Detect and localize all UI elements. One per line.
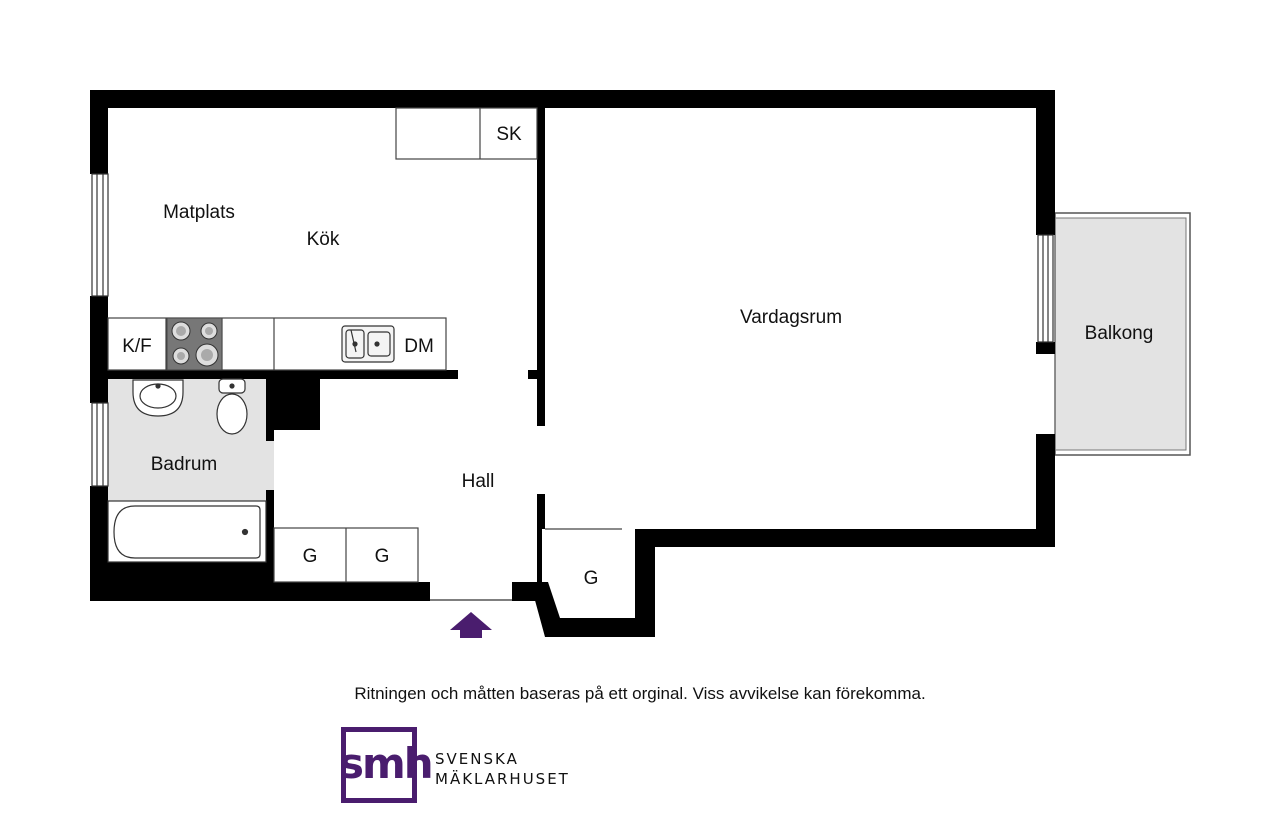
balcony-floor [1055,218,1186,450]
kitchen-cabinets-top [395,107,538,160]
kitchen-sink-icon [341,325,395,363]
logo-wordmark: SVENSKA MÄKLARHUSET [435,749,570,789]
room-label-badrum: Badrum [151,454,218,475]
balcony-railing-inner [1054,217,1187,451]
toilet-icon [216,378,248,435]
room-label-kok: Kök [307,229,340,250]
fixture-label-g1: G [303,546,318,567]
logo-frame [341,727,417,803]
room-label-vardagsrum: Vardagsrum [740,307,842,328]
fixture-label-sk: SK [496,124,522,145]
fixture-label-g3: G [584,568,599,589]
disclaimer-text: Ritningen och måtten baseras på ett orgi… [354,684,926,703]
entrance-arrow-icon [450,612,492,638]
company-logo: smh SVENSKA MÄKLARHUSET [339,727,601,817]
room-label-balkong: Balkong [1085,323,1154,344]
logo-mark: smh [339,739,434,788]
logo-line-1: SVENSKA [435,750,519,768]
fixture-label-kf: K/F [122,336,152,357]
fixture-label-dm: DM [404,336,434,357]
floor-plan: Matplats Kök Vardagsrum Balkong Badrum H… [90,90,1191,638]
room-label-matplats: Matplats [163,202,235,223]
bathtub-icon [107,500,267,563]
washbasin-icon [132,379,184,417]
fixture-label-g2: G [375,546,390,567]
windows [91,173,1054,487]
logo-line-2: MÄKLARHUSET [435,770,570,788]
kitchen-counter [107,317,447,371]
room-label-hall: Hall [462,471,495,492]
stove-icon [166,317,223,371]
hall-wardrobes [273,527,419,583]
walls [90,90,1055,637]
